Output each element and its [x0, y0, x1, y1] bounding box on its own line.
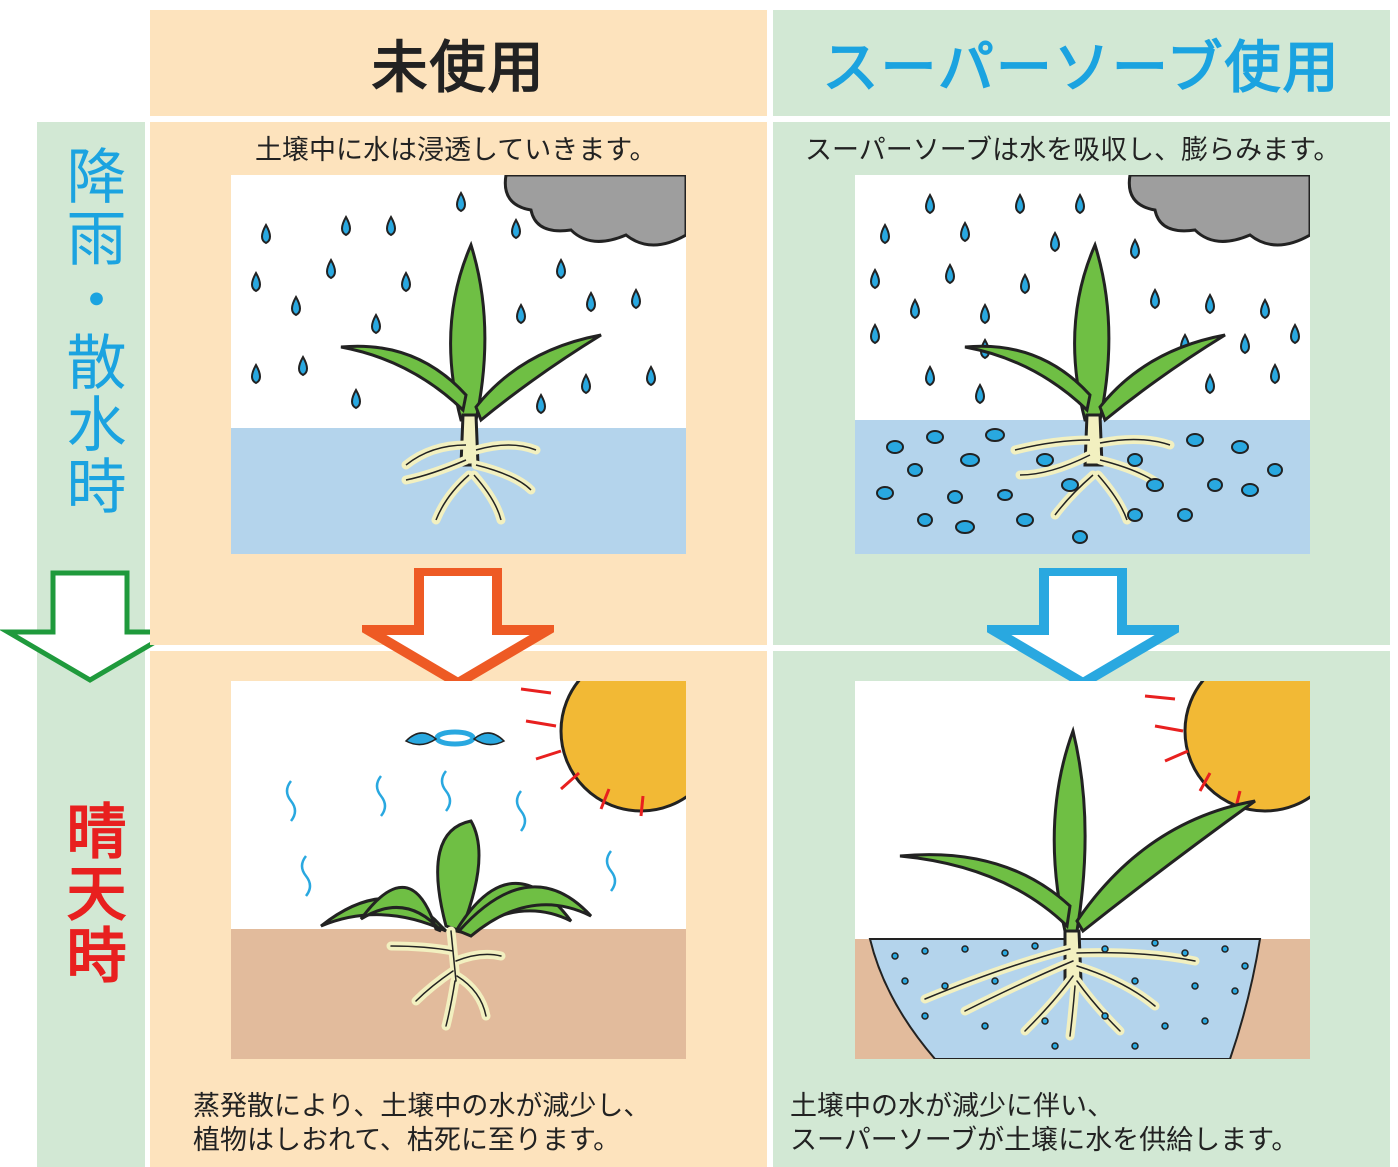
- caption-supersorb-sunny-line1: 土壌中の水が減少に伴い、: [790, 1091, 1114, 1122]
- header-unused: 未使用: [150, 10, 767, 116]
- panel-supersorb-rain: [855, 175, 1310, 554]
- panel-supersorb-sunny: [855, 681, 1310, 1059]
- side-down-arrow-icon: [0, 570, 180, 683]
- sprout-icon: [340, 240, 602, 525]
- caption-unused-rain: 土壌中に水は浸透していきます。: [255, 135, 657, 166]
- wilted-sprout-icon: [320, 819, 593, 938]
- panel-unused-sunny: [231, 681, 686, 1059]
- panel-unused-rain: [231, 175, 686, 554]
- header-unused-title: 未使用: [371, 35, 546, 101]
- side-label-rain: 降雨・散水時: [56, 145, 126, 517]
- gel-particles: [891, 939, 1249, 1050]
- sprout-icon: [964, 240, 1226, 525]
- angel-halo-icon: [404, 729, 506, 747]
- caption-unused-sunny: 蒸発散により、土壌中の水が減少し、 植物はしおれて、枯死に至ります。: [193, 1090, 650, 1158]
- raindrop-icon: [251, 190, 656, 415]
- cloud-icon: [503, 175, 686, 247]
- down-arrow-icon-blue: [987, 568, 1179, 688]
- caption-unused-sunny-line2: 植物はしおれて、枯死に至ります。: [193, 1125, 621, 1156]
- steam-icon: [285, 770, 617, 897]
- swollen-gel-particles: [876, 428, 1283, 544]
- caption-supersorb-sunny-line2: スーパーソーブが土壌に水を供給します。: [790, 1125, 1299, 1156]
- caption-supersorb-sunny: 土壌中の水が減少に伴い、 スーパーソーブが土壌に水を供給します。: [790, 1090, 1298, 1158]
- cloud-icon: [1127, 175, 1310, 247]
- caption-supersorb-rain: スーパーソーブは水を吸収し、膨らみます。: [805, 135, 1341, 166]
- down-arrow-icon-orange: [362, 568, 554, 688]
- header-supersorb-title: スーパーソーブ使用: [822, 35, 1341, 101]
- header-supersorb: スーパーソーブ使用: [773, 10, 1390, 116]
- caption-unused-sunny-line1: 蒸発散により、土壌中の水が減少し、: [193, 1091, 651, 1122]
- side-label-sunny: 晴天時: [56, 800, 126, 986]
- sprout-icon: [899, 725, 1256, 983]
- sun-icon: [520, 681, 686, 817]
- sun-icon: [1144, 681, 1310, 813]
- raindrop-icon: [870, 192, 1300, 405]
